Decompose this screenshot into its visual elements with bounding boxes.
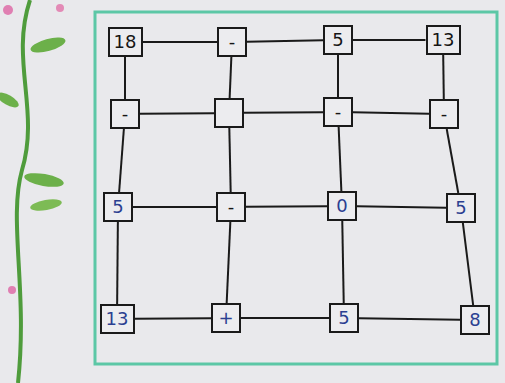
green-frame xyxy=(95,12,497,364)
box-value: - xyxy=(335,102,342,122)
box-value: 5 xyxy=(338,308,349,328)
number-box: 18 xyxy=(108,27,143,57)
number-box: - xyxy=(429,99,459,129)
flower-dot xyxy=(8,286,16,294)
grid-line xyxy=(447,129,459,193)
grid-line xyxy=(124,57,126,99)
number-box: 13 xyxy=(426,25,461,55)
grid-line xyxy=(133,206,216,208)
leaf xyxy=(0,90,21,111)
grid-line xyxy=(229,128,230,192)
box-value: - xyxy=(228,197,235,217)
box-value: - xyxy=(441,104,448,124)
grid-line xyxy=(140,112,214,115)
grid-line xyxy=(241,317,329,319)
number-box: - xyxy=(323,97,353,127)
number-box: - xyxy=(216,192,246,222)
grid-line xyxy=(357,206,446,207)
number-box: 0 xyxy=(327,191,357,221)
grid-line xyxy=(359,318,460,320)
number-box: 5 xyxy=(323,25,353,55)
box-value: 5 xyxy=(332,30,343,50)
number-box: 5 xyxy=(329,303,359,333)
grid-line xyxy=(353,112,429,113)
grid-line xyxy=(143,41,218,43)
box-value: 13 xyxy=(432,30,455,50)
grid-line xyxy=(116,222,119,304)
box-value: - xyxy=(229,32,236,52)
number-box: 8 xyxy=(460,305,490,335)
vine-stem xyxy=(17,0,30,383)
grid-line xyxy=(244,111,323,114)
leaf xyxy=(23,171,64,190)
number-box: - xyxy=(110,99,140,129)
number-box: - xyxy=(217,27,247,57)
box-value: 5 xyxy=(112,197,123,217)
leaf xyxy=(29,35,67,56)
box-value: 5 xyxy=(455,198,466,218)
grid-line xyxy=(247,40,323,41)
grid-line xyxy=(246,205,327,208)
box-value: 0 xyxy=(336,196,347,216)
number-box xyxy=(214,98,244,128)
grid-line xyxy=(119,129,124,192)
box-value: + xyxy=(218,308,233,328)
flower-dot xyxy=(3,5,13,15)
box-value: 18 xyxy=(114,32,137,52)
grid-line xyxy=(135,317,212,320)
number-box: 5 xyxy=(446,193,476,223)
grid-line xyxy=(227,222,231,303)
box-value: 13 xyxy=(106,309,129,329)
grid-line xyxy=(230,57,232,98)
grid-line xyxy=(463,223,473,305)
grid-line xyxy=(353,39,426,41)
number-box: + xyxy=(211,303,241,333)
grid-line xyxy=(339,127,342,191)
number-box: 13 xyxy=(100,304,135,334)
grid-line xyxy=(337,55,339,97)
number-box: 5 xyxy=(103,192,133,222)
box-value: 8 xyxy=(469,310,480,330)
flower-dot xyxy=(56,4,64,12)
grid-line xyxy=(342,221,343,303)
box-value: - xyxy=(122,104,129,124)
grid-line xyxy=(442,55,445,99)
leaf xyxy=(29,197,62,212)
